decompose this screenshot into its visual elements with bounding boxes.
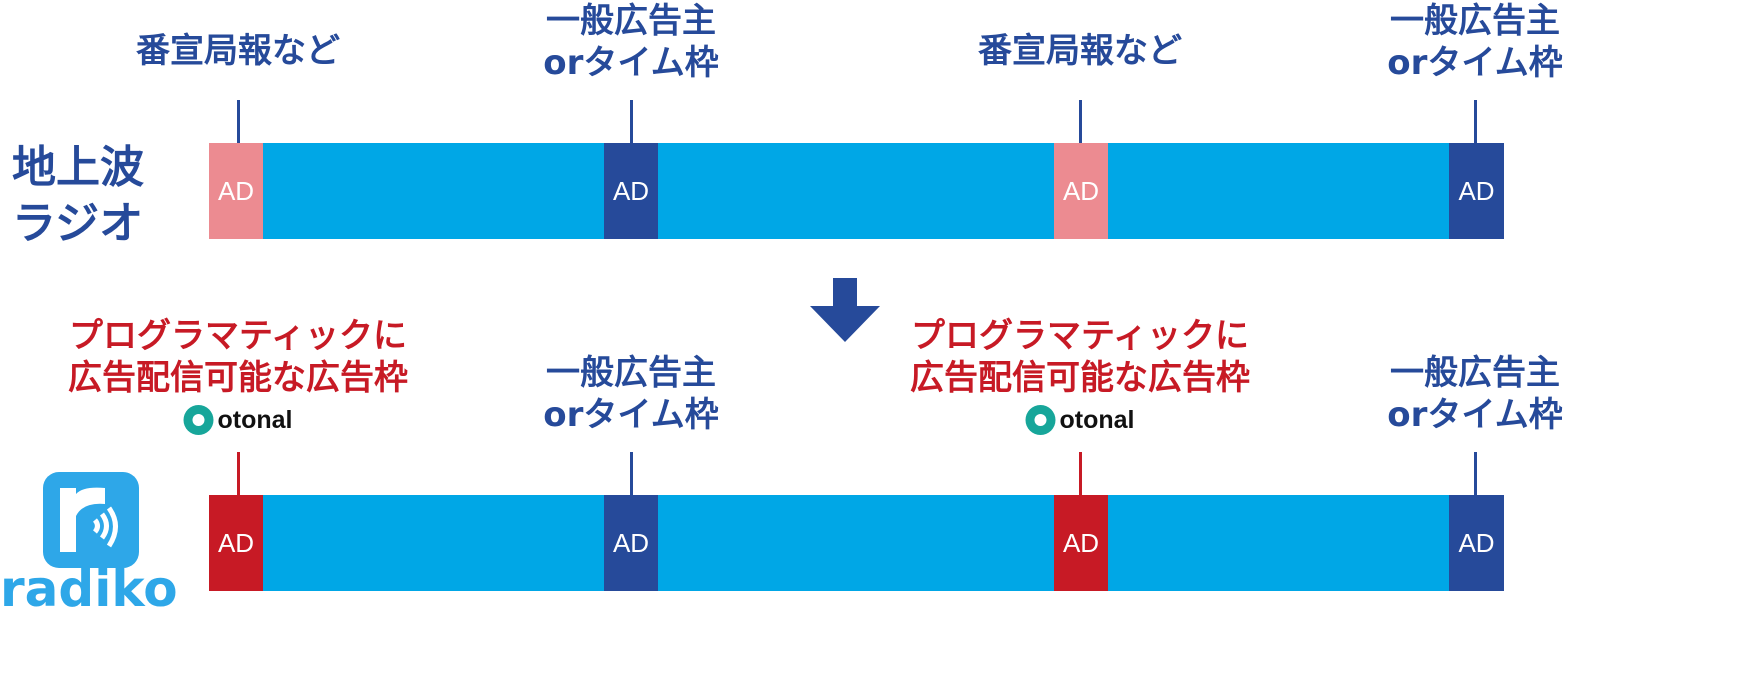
label-promo-2: 番宣局報など [978, 31, 1182, 71]
label-programmatic-1: プログラマティックに広告配信可能な広告枠 [68, 316, 408, 398]
radiko-logo-text: radiko [0, 560, 178, 618]
ad-slot-promo: AD [209, 143, 263, 239]
ad-slot-programmatic: AD [209, 495, 263, 591]
tick [1079, 452, 1082, 495]
tick [1079, 100, 1082, 143]
ad-slot-programmatic: AD [1054, 495, 1108, 591]
ad-slot-general: AD [604, 143, 658, 239]
ad-slot-promo: AD [1054, 143, 1108, 239]
radiko-logo-icon [43, 472, 139, 568]
tick [237, 452, 240, 495]
tick [630, 452, 633, 495]
radiko-timeline-bar: AD AD AD AD [209, 495, 1504, 591]
otonal-logo: otonal [183, 405, 293, 435]
ad-slot-general: AD [1449, 495, 1504, 591]
otonal-disc-icon [1025, 405, 1056, 435]
ad-slot-general: AD [604, 495, 658, 591]
tick [237, 100, 240, 143]
down-arrow-icon [810, 278, 880, 342]
ad-slot-general: AD [1449, 143, 1504, 239]
tick [1474, 100, 1477, 143]
label-promo-1: 番宣局報など [136, 31, 340, 71]
terrestrial-radio-title: 地上波ラジオ [12, 142, 144, 249]
label-programmatic-2: プログラマティックに広告配信可能な広告枠 [910, 316, 1250, 398]
otonal-disc-icon [183, 405, 214, 435]
tick [630, 100, 633, 143]
tick [1474, 452, 1477, 495]
terrestrial-timeline-bar: AD AD AD AD [209, 143, 1504, 239]
otonal-logo: otonal [1025, 405, 1135, 435]
